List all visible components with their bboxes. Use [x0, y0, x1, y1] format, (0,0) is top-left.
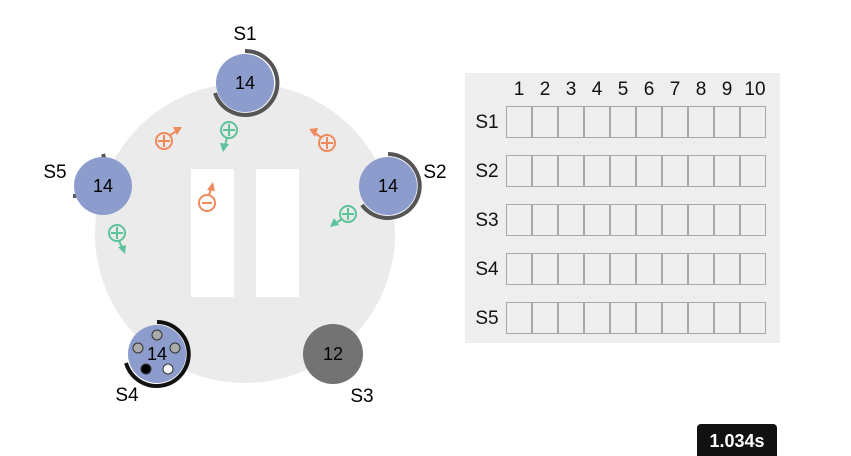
log-cell	[740, 302, 766, 334]
log-cell	[688, 253, 714, 285]
log-cell	[584, 106, 610, 138]
log-row-label: S1	[475, 112, 499, 133]
log-cell	[532, 204, 558, 236]
log-cell	[506, 155, 532, 187]
log-cell	[584, 302, 610, 334]
log-cell	[532, 106, 558, 138]
log-column-header: 5	[617, 79, 629, 100]
message-token	[220, 121, 238, 152]
log-cell	[740, 204, 766, 236]
message-token	[155, 127, 182, 150]
log-cell	[662, 253, 688, 285]
server-label: S4	[115, 385, 139, 406]
log-cell	[584, 204, 610, 236]
log-cell	[662, 204, 688, 236]
log-column-header: 6	[643, 79, 655, 100]
log-column-header: 9	[721, 79, 733, 100]
peer-indicator	[140, 363, 152, 375]
log-cell	[662, 155, 688, 187]
log-cell	[740, 253, 766, 285]
arena	[95, 83, 395, 383]
server-term: 14	[93, 176, 113, 196]
log-cell	[610, 302, 636, 334]
log-cell	[558, 106, 584, 138]
server-term: 14	[235, 73, 255, 93]
message-token	[330, 205, 357, 227]
log-cell	[714, 155, 740, 187]
log-cell	[740, 155, 766, 187]
log-cell	[558, 204, 584, 236]
server-term: 14	[147, 344, 167, 364]
log-cell	[688, 302, 714, 334]
server-label: S3	[350, 386, 373, 407]
peer-indicator	[132, 342, 144, 354]
message-token	[198, 182, 216, 212]
log-cell	[662, 106, 688, 138]
log-cell	[636, 155, 662, 187]
log-column-header: 4	[591, 79, 603, 100]
elapsed-time-display: 1.034s	[697, 424, 777, 456]
log-cell	[662, 302, 688, 334]
log-cell	[584, 253, 610, 285]
log-cell	[740, 106, 766, 138]
log-cell	[714, 204, 740, 236]
server-label: S1	[233, 24, 256, 45]
pillar-right	[256, 169, 299, 297]
peer-indicator	[162, 363, 174, 375]
log-column-header: 7	[669, 79, 681, 100]
log-cell	[636, 106, 662, 138]
log-cell	[610, 155, 636, 187]
log-column-header: 10	[744, 79, 766, 100]
log-cell	[714, 302, 740, 334]
peer-indicator	[151, 329, 163, 341]
log-cell	[532, 253, 558, 285]
server-s2[interactable]: 14 S2	[359, 152, 447, 220]
log-cell	[610, 253, 636, 285]
server-s4[interactable]: 14 S4	[115, 320, 191, 406]
log-cell	[506, 302, 532, 334]
log-cell	[506, 106, 532, 138]
log-cell	[584, 155, 610, 187]
server-s1[interactable]: 14 S1	[213, 24, 280, 117]
game-board: 14 S1 14 S2 12 S3 14 S4 14 S5	[43, 24, 447, 407]
message-token	[108, 224, 126, 254]
log-cell	[636, 253, 662, 285]
server-term: 14	[378, 176, 398, 196]
log-cell	[532, 302, 558, 334]
log-cell	[610, 204, 636, 236]
server-label: S2	[423, 162, 446, 183]
log-cell	[636, 302, 662, 334]
server-label: S5	[43, 162, 66, 183]
log-cell	[506, 204, 532, 236]
log-cell	[558, 253, 584, 285]
log-column-header: 3	[565, 79, 577, 100]
log-row-label: S5	[475, 308, 499, 329]
log-cell	[532, 155, 558, 187]
log-row-label: S2	[475, 161, 499, 182]
log-cell	[714, 253, 740, 285]
log-row-label: S4	[475, 259, 499, 280]
log-cell	[688, 106, 714, 138]
server-term: 12	[323, 344, 343, 364]
log-cell	[636, 204, 662, 236]
server-s3[interactable]: 12 S3	[303, 324, 374, 407]
log-cell	[688, 155, 714, 187]
peer-indicator	[169, 342, 181, 354]
log-cell	[610, 106, 636, 138]
log-column-header: 1	[513, 79, 525, 100]
log-cell	[688, 204, 714, 236]
log-cell	[714, 106, 740, 138]
log-cell	[506, 253, 532, 285]
log-cell	[558, 155, 584, 187]
server-s5[interactable]: 14 S5	[43, 153, 132, 215]
message-token	[309, 128, 336, 152]
log-column-header: 8	[695, 79, 707, 100]
log-row-label: S3	[475, 210, 499, 231]
log-column-header: 2	[539, 79, 551, 100]
log-cell	[558, 302, 584, 334]
